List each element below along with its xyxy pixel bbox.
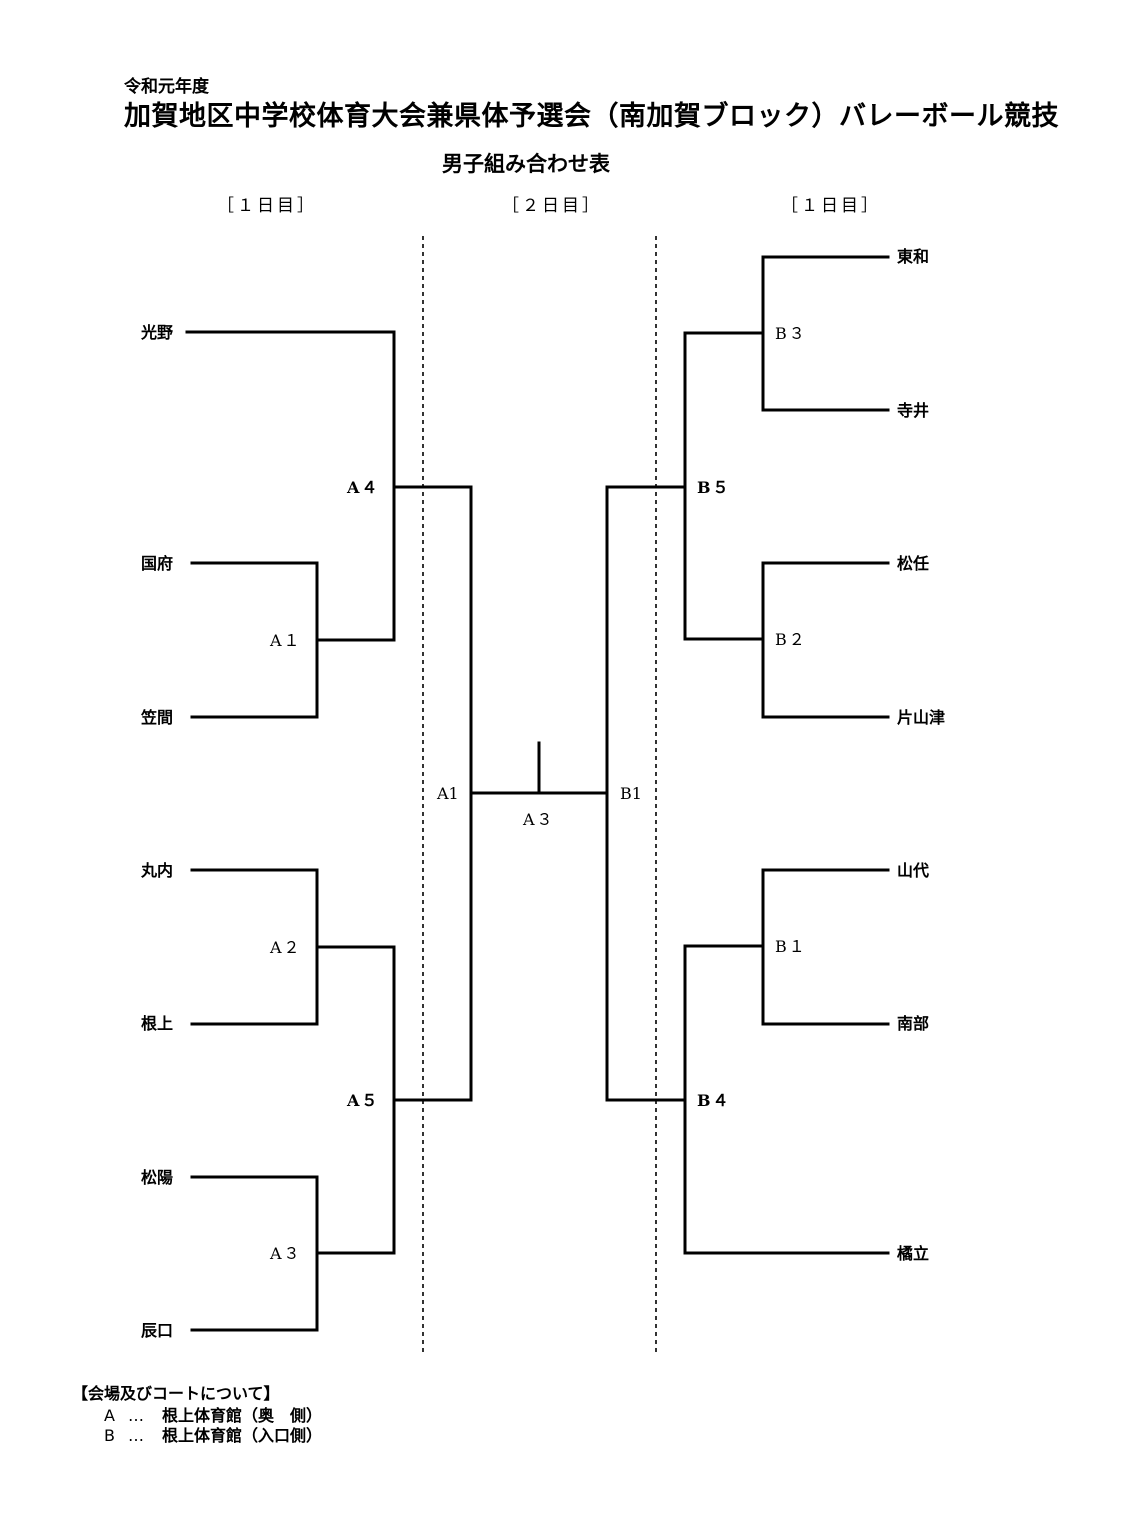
line-a1-out bbox=[315, 485, 396, 642]
day-label-left: ［１日目］ bbox=[217, 196, 317, 216]
era-label: 令和元年度 bbox=[124, 77, 209, 97]
line-a4-out bbox=[392, 485, 473, 1102]
match-label-b4: B４ bbox=[697, 1091, 731, 1110]
match-label-b3: B３ bbox=[775, 324, 807, 343]
team-left-3: 笠間 bbox=[141, 708, 174, 727]
line-a2-out bbox=[315, 945, 396, 1255]
match-label-final: A３ bbox=[523, 810, 555, 829]
team-right-2: 寺井 bbox=[897, 401, 930, 420]
team-left-1: 光野 bbox=[141, 323, 174, 342]
team-right-4: 片山津 bbox=[897, 708, 946, 727]
page-subtitle: 男子組み合わせ表 bbox=[442, 151, 610, 176]
match-label-b5: B５ bbox=[697, 478, 731, 497]
venue-text-a: 根上体育館（奥 側） bbox=[162, 1406, 323, 1425]
venue-court-a: A bbox=[104, 1406, 115, 1425]
venue-sep-b: … bbox=[128, 1426, 144, 1445]
team-right-3: 松任 bbox=[897, 554, 930, 573]
team-right-6: 南部 bbox=[897, 1014, 930, 1033]
day-label-middle: ［２日目］ bbox=[502, 196, 602, 216]
match-label-b1: B１ bbox=[775, 937, 807, 956]
venue-text-b: 根上体育館（入口側） bbox=[162, 1426, 323, 1445]
line-b3-out bbox=[683, 331, 765, 641]
match-label-a1: A１ bbox=[270, 631, 302, 650]
venue-sep-a: … bbox=[128, 1406, 144, 1425]
match-label-semi-left: A1 bbox=[437, 784, 459, 803]
venue-line-b: B … 根上体育館（入口側） bbox=[104, 1428, 322, 1444]
team-left-4: 丸内 bbox=[141, 861, 174, 880]
match-label-a2: A２ bbox=[270, 938, 302, 957]
match-label-b2: B２ bbox=[775, 630, 807, 649]
team-left-5: 根上 bbox=[141, 1014, 174, 1033]
page-title: 加賀地区中学校体育大会兼県体予選会（南加賀ブロック）バレーボール競技 bbox=[124, 101, 1059, 132]
team-right-5: 山代 bbox=[897, 861, 930, 880]
match-label-semi-right: B1 bbox=[620, 784, 642, 803]
line-b1-out bbox=[683, 944, 890, 1255]
team-right-7: 橘立 bbox=[897, 1244, 930, 1263]
match-label-a4: A４ bbox=[347, 478, 380, 497]
match-label-a3: A３ bbox=[270, 1244, 302, 1263]
venue-line-a: A … 根上体育館（奥 側） bbox=[104, 1408, 322, 1424]
line-left-kono bbox=[185, 330, 396, 489]
line-b5-out bbox=[605, 485, 687, 1102]
team-left-7: 辰口 bbox=[141, 1321, 174, 1340]
team-left-2: 国府 bbox=[141, 554, 174, 573]
match-label-a5: A５ bbox=[347, 1091, 380, 1110]
team-left-6: 松陽 bbox=[141, 1168, 174, 1187]
venue-heading: 【会場及びコートについて】 bbox=[72, 1384, 280, 1403]
day-label-right: ［１日目］ bbox=[781, 196, 881, 216]
venue-court-b: B bbox=[104, 1426, 115, 1445]
team-right-1: 東和 bbox=[897, 247, 930, 266]
